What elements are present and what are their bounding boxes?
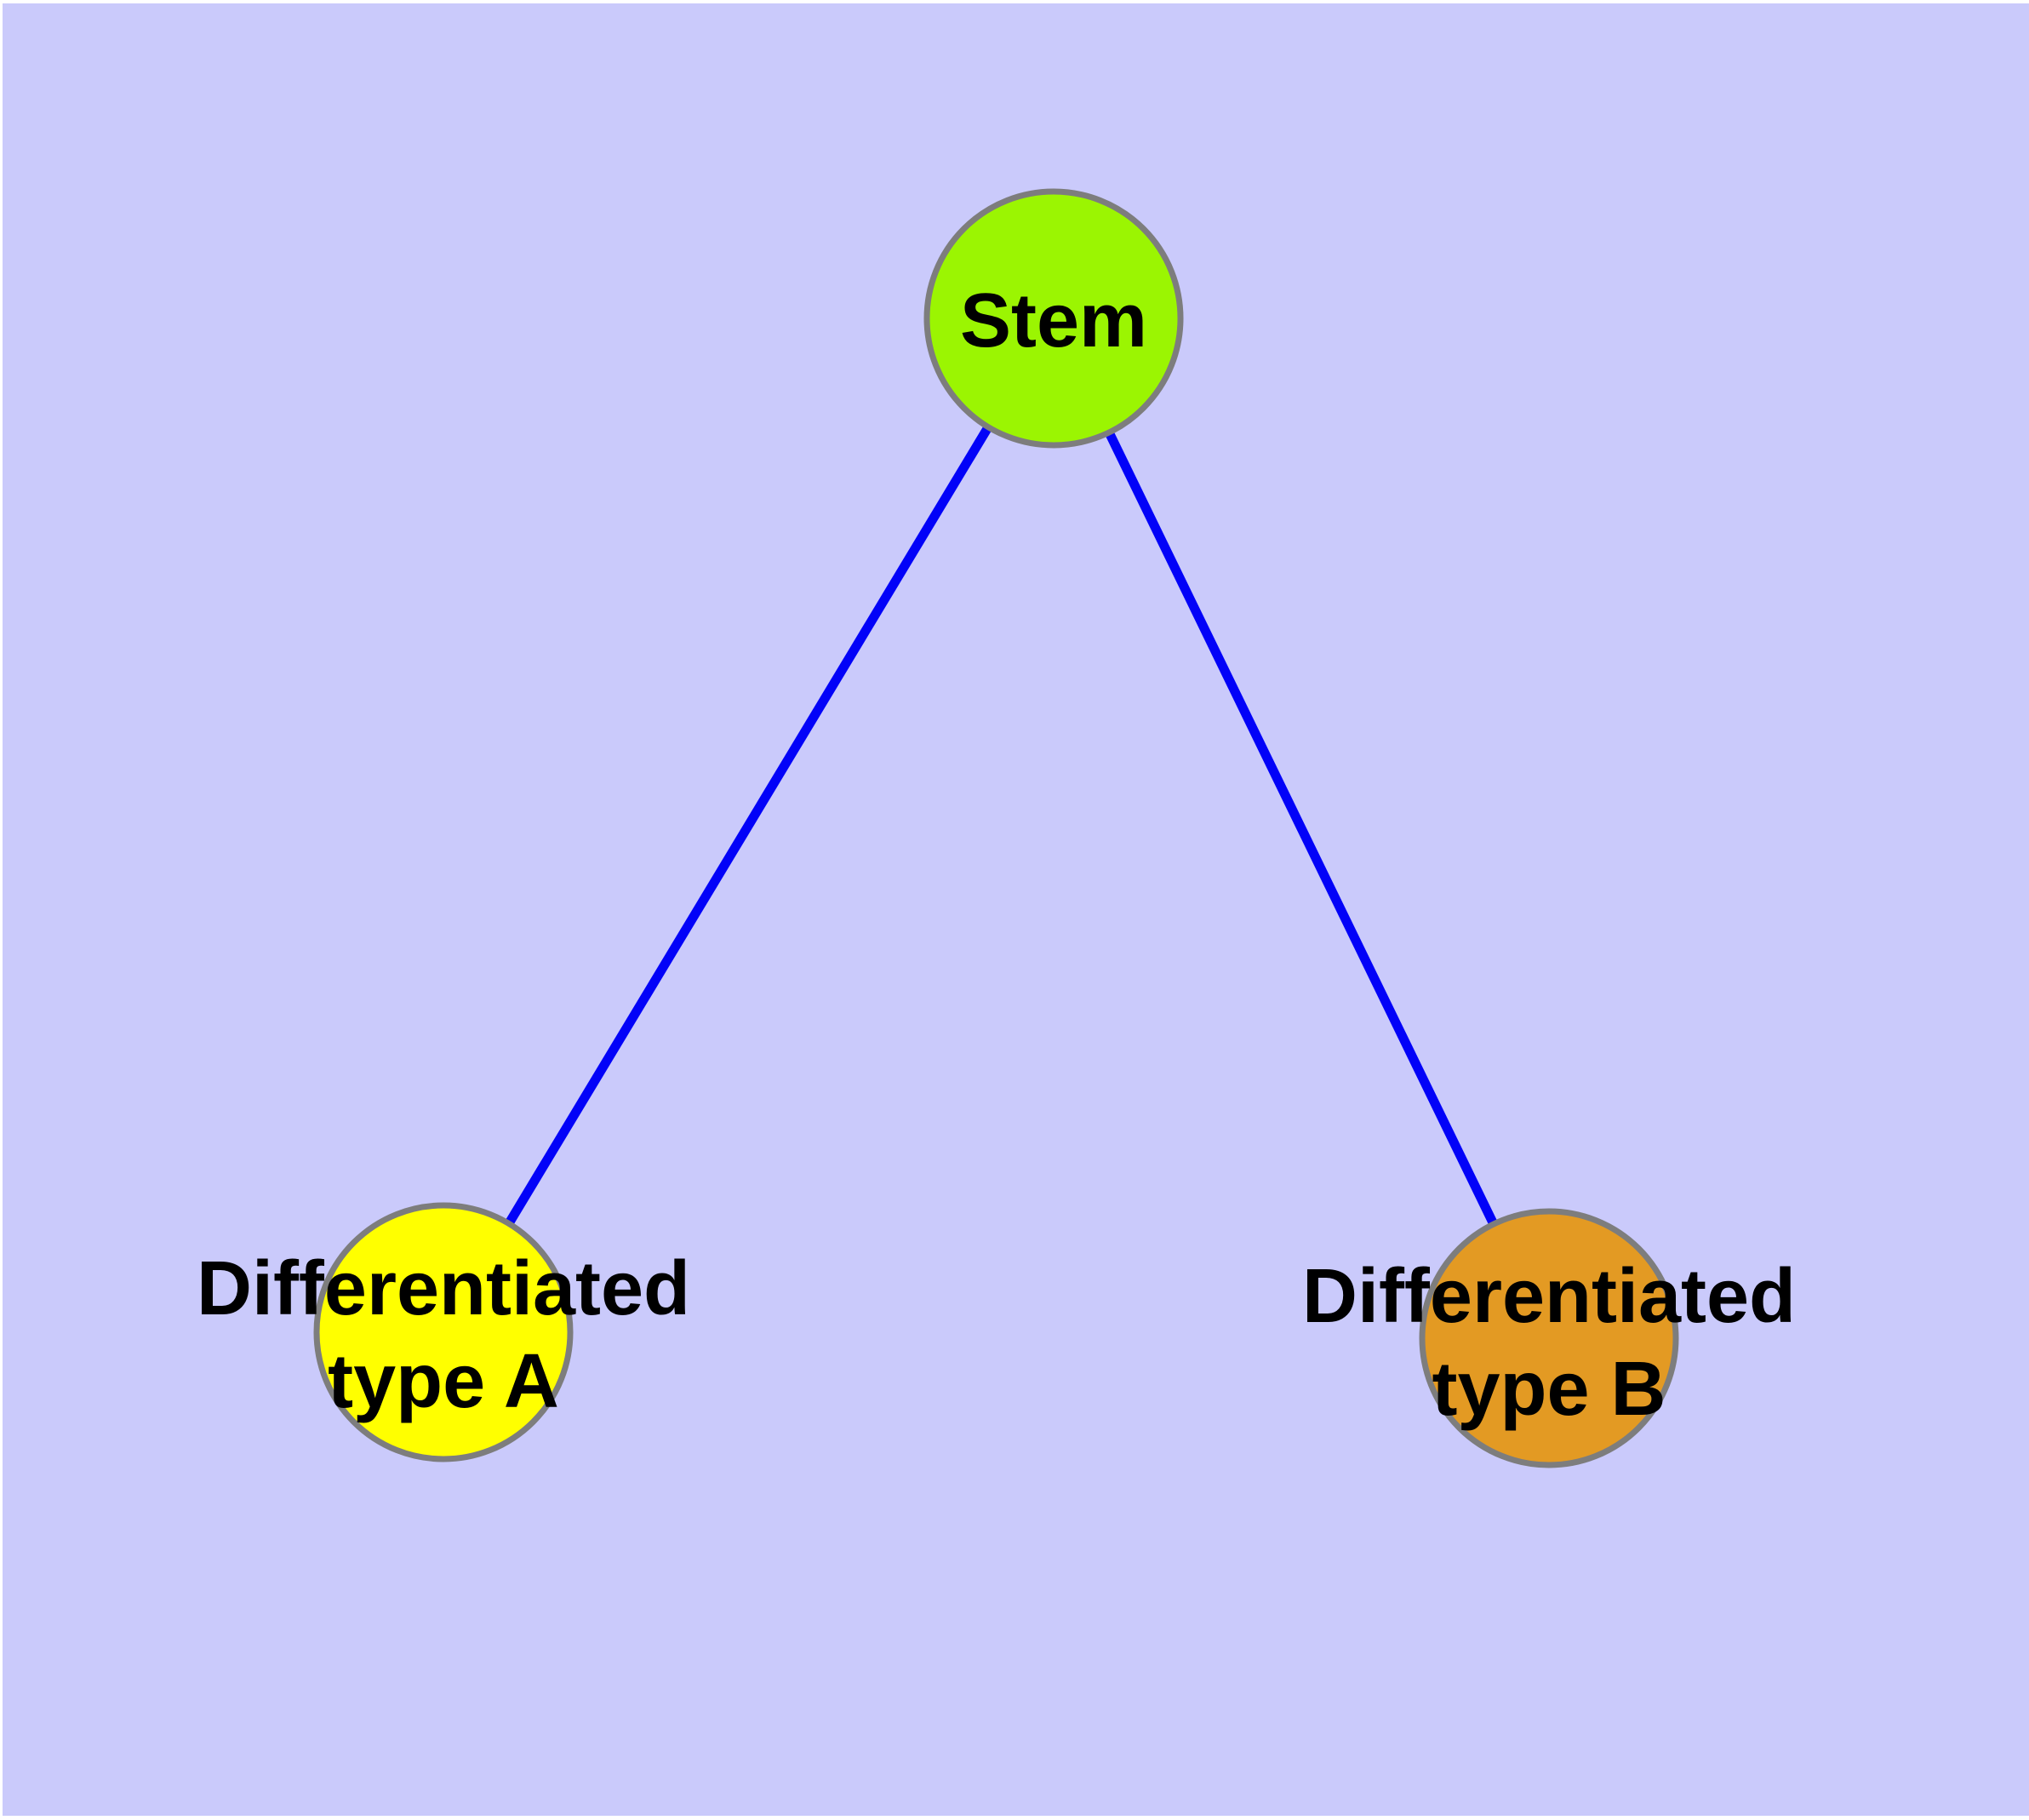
node-type-b-label-line2: type B [1432, 1347, 1666, 1432]
edge-stem-to-type-b [1049, 316, 1553, 1341]
node-type-b-label-line1: Differentiated [1302, 1254, 1796, 1339]
node-type-a-label-line1: Differentiated [197, 1246, 690, 1331]
node-type-a-circle [313, 1202, 574, 1462]
node-stem-label: Stem [960, 278, 1147, 363]
node-type-b-circle [1419, 1208, 1679, 1468]
edge-stem-to-type-a [439, 316, 1058, 1335]
node-stem-circle [923, 188, 1184, 449]
node-type-a-label-line2: type A [328, 1339, 559, 1424]
